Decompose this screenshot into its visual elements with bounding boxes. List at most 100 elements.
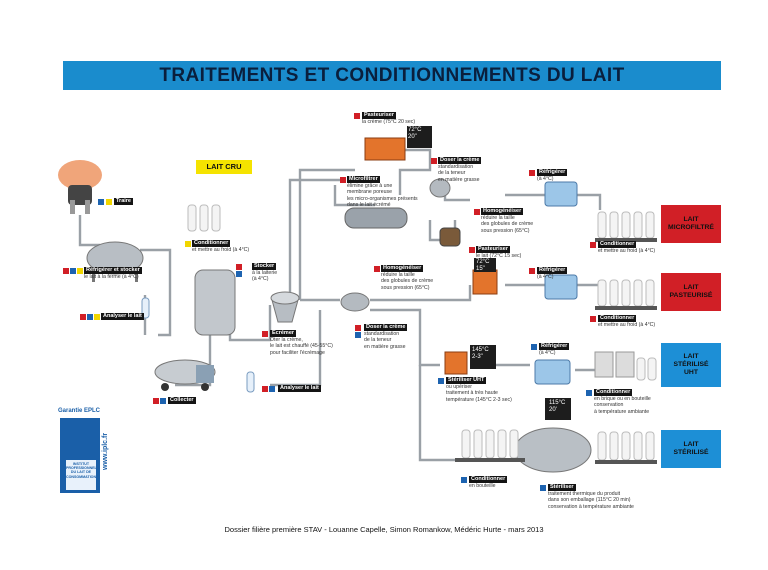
marker-blue — [236, 271, 242, 277]
marker-red — [590, 316, 596, 322]
bottles-pasteurise — [597, 279, 655, 307]
marker-red — [63, 268, 69, 274]
farm-tank-icon — [86, 241, 144, 282]
pipe-microfiltre — [333, 185, 375, 207]
step-refrigerer-1: Réfrigérer(à 4°C) — [537, 169, 568, 182]
autoclave-icon — [514, 398, 592, 473]
marker-red — [80, 314, 86, 320]
milk-truck-icon — [154, 359, 216, 391]
marker-blue — [87, 314, 93, 320]
marker-red — [469, 247, 475, 253]
marker-red — [431, 158, 437, 164]
marker-red — [590, 242, 596, 248]
centrifuge-icon — [270, 291, 300, 323]
homogeniser-icon-2 — [340, 292, 370, 312]
marker-blue — [98, 199, 104, 205]
pipe-silo-ecremeur — [228, 305, 272, 342]
marker-red — [153, 398, 159, 404]
bottles-raw — [187, 204, 221, 232]
bottles-microfiltre — [597, 211, 655, 239]
step-refrigerer-3: Réfrigérer(à 4°C) — [539, 343, 570, 356]
microfilter-icon — [344, 207, 408, 229]
homogeniser-icon-1 — [439, 227, 461, 247]
marker-blue — [355, 332, 361, 338]
marker-red — [354, 113, 360, 119]
chiller-icon-1 — [544, 181, 578, 207]
pipe-pasteur — [370, 285, 472, 302]
pipe-udder-tank — [78, 215, 100, 247]
marker-red — [374, 266, 380, 272]
page-title: TRAITEMENTS ET CONDITIONNEMENTS DU LAIT — [63, 61, 721, 90]
marker-yellow — [94, 314, 100, 320]
marker-blue — [160, 398, 166, 404]
step-analyser-2: Analyser le lait — [278, 385, 321, 392]
step-traire: Traire — [114, 198, 133, 205]
uht-steriliser-icon — [444, 345, 496, 375]
marker-red — [474, 209, 480, 215]
pipe-bottles — [418, 365, 470, 462]
pipes — [78, 148, 602, 462]
marker-blue — [70, 268, 76, 274]
bottles-sterilise-input — [461, 429, 519, 459]
chiller-icon-3 — [534, 359, 571, 385]
logo-guarantee: Garantie EPLC — [58, 408, 101, 414]
pipe-creme-up — [288, 178, 345, 300]
pipe-tank-down — [140, 248, 172, 337]
pipe-creme-doser — [395, 148, 432, 195]
marker-red — [262, 331, 268, 337]
step-collecter: Collecter — [168, 397, 196, 404]
marker-yellow — [185, 241, 191, 247]
uht-packages — [594, 351, 657, 381]
marker-red — [529, 170, 535, 176]
side-label-uht: LAIT STÉRILISÉ UHT — [661, 343, 721, 387]
cream-pasteuriser-icon — [364, 126, 432, 161]
step-refrigerer-2: Réfrigérer(à 4°C) — [537, 267, 568, 280]
step-analyser-1: Analyser le lait — [101, 313, 144, 320]
marker-blue — [438, 378, 444, 384]
pipe-lait-up — [298, 168, 355, 300]
bottles-sterilise-output — [597, 431, 655, 461]
side-label-microfiltre: LAIT MICROFILTRÉ — [661, 205, 721, 243]
marker-blue — [461, 477, 467, 483]
marker-blue — [531, 344, 537, 350]
marker-red — [262, 386, 268, 392]
pipe-uht — [370, 308, 440, 367]
marker-yellow — [106, 199, 112, 205]
marker-red — [529, 268, 535, 274]
pipe-cond1 — [575, 193, 602, 210]
iplc-logo — [60, 418, 100, 493]
test-tube-icon-2 — [246, 371, 255, 393]
marker-red — [340, 177, 346, 183]
conveyors — [455, 238, 657, 464]
marker-blue — [269, 386, 275, 392]
marker-yellow — [77, 268, 83, 274]
udder-icon — [58, 160, 102, 214]
chiller-icon-2 — [544, 274, 578, 300]
lait-cru-label: LAIT CRU — [196, 160, 252, 174]
side-label-pasteurise: LAIT PASTEURISÉ — [661, 273, 721, 311]
silo-icon — [194, 269, 236, 336]
marker-red — [355, 325, 361, 331]
marker-blue — [586, 390, 592, 396]
cream-dosing-icon — [429, 178, 451, 198]
